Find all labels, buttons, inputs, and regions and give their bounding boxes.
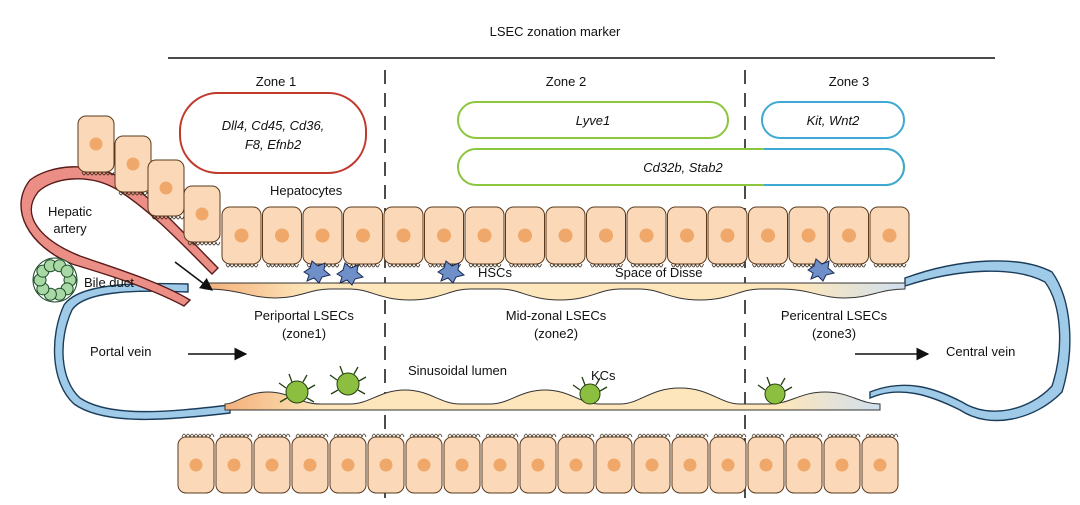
hepatocyte-cell: [114, 135, 152, 196]
diagram-title: LSEC zonation marker: [490, 24, 621, 39]
midzonal-lsecs-label-1: Mid-zonal LSECs: [506, 308, 607, 323]
zone1-marker-text-2: F8, Efnb2: [245, 137, 302, 152]
flow-arrow-artery: [174, 261, 214, 291]
hepatocyte-cell: [253, 433, 291, 494]
hepatocyte-cell: [424, 206, 464, 268]
zone-2-label: Zone 2: [546, 74, 586, 89]
hsc-cell: [303, 260, 332, 284]
hsc-cell: [807, 258, 836, 282]
zone23-marker-box: Cd32b, Stab2: [457, 148, 905, 186]
hepatocyte-cell: [383, 206, 424, 268]
hepatocyte-cell: [464, 206, 505, 268]
hepatocyte-cell: [557, 433, 595, 494]
hepatocyte-cell: [215, 433, 253, 494]
hepatocyte-row-angled: [77, 115, 221, 246]
kupffer-cell: [329, 365, 367, 396]
zone3-marker-box: Kit, Wnt2: [761, 101, 905, 139]
hsc-cell: [437, 260, 466, 284]
zone-3-label: Zone 3: [829, 74, 869, 89]
hepatocyte-cell: [869, 206, 910, 268]
zone2-marker-box: Lyve1: [457, 101, 729, 139]
hepatocyte-cell: [147, 159, 185, 220]
portal-vein-label: Portal vein: [90, 344, 151, 359]
zone3-marker-text: Kit, Wnt2: [807, 113, 861, 128]
hepatocyte-cell: [861, 433, 899, 494]
hepatocyte-cell: [77, 115, 115, 176]
lsec-layer-top: [204, 282, 906, 301]
hepatocyte-cell: [367, 433, 405, 494]
sinusoidal-lumen-label: Sinusoidal lumen: [408, 363, 507, 378]
pericentral-lsecs-label-2: (zone3): [812, 326, 856, 341]
hepatocyte-cell: [709, 433, 747, 494]
hepatocyte-cell: [707, 206, 748, 268]
hepatic-artery-label-2: artery: [53, 221, 87, 236]
hepatocyte-cell: [329, 433, 367, 494]
hepatocyte-cell: [747, 433, 785, 494]
bile-duct-label: Bile duct: [84, 275, 134, 290]
hepatocyte-cell: [586, 206, 626, 268]
portal-vein-wall: [53, 282, 231, 421]
hepatocyte-cell: [595, 433, 633, 494]
central-vein-wall: [869, 260, 1071, 422]
hscs-label: HSCs: [478, 265, 512, 280]
hepatocytes-label: Hepatocytes: [270, 183, 343, 198]
hepatocyte-cell: [262, 206, 302, 268]
zone-1-label: Zone 1: [256, 74, 296, 89]
kupffer-cell: [757, 376, 793, 405]
central-vein-label: Central vein: [946, 344, 1015, 359]
hsc-cell: [336, 262, 365, 286]
midzonal-lsecs-label-2: (zone2): [534, 326, 578, 341]
hepatocyte-cell: [291, 433, 329, 494]
hepatocyte-cell: [221, 206, 262, 268]
hepatocyte-cell: [302, 206, 343, 268]
hepatocyte-row-top: [221, 206, 910, 268]
zone23-marker-text: Cd32b, Stab2: [643, 160, 723, 175]
periportal-lsecs-label-2: (zone1): [282, 326, 326, 341]
pericentral-lsecs-label-1: Pericentral LSECs: [781, 308, 888, 323]
hepatocyte-cell: [667, 206, 707, 268]
bile-duct-icon: [32, 257, 78, 303]
hepatocyte-cell: [671, 433, 709, 494]
hepatocyte-cell: [788, 206, 829, 268]
hepatocyte-cell: [823, 433, 861, 494]
zone1-marker-box: Dll4, Cd45, Cd36, F8, Efnb2: [179, 92, 367, 174]
hepatocyte-cell: [785, 433, 823, 494]
zone2-marker-text: Lyve1: [576, 113, 610, 128]
zone1-marker-text-1: Dll4, Cd45, Cd36,: [222, 118, 325, 133]
hepatocyte-cell: [748, 206, 788, 268]
hepatocyte-cell: [519, 433, 557, 494]
hepatocyte-cell: [183, 185, 221, 246]
hepatocyte-cell: [443, 433, 481, 494]
hepatic-artery-label-1: Hepatic: [48, 204, 93, 219]
hepatocyte-cell: [481, 433, 519, 494]
hepatocyte-cell: [177, 433, 215, 494]
hepatocyte-cell: [545, 206, 586, 268]
kcs-label: KCs: [591, 368, 616, 383]
space-of-disse-label: Space of Disse: [615, 265, 702, 280]
hepatocyte-cell: [633, 433, 671, 494]
kupffer-cell: [278, 373, 316, 404]
hepatocyte-row-bottom: [177, 433, 899, 494]
periportal-lsecs-label-1: Periportal LSECs: [254, 308, 354, 323]
hepatocyte-cell: [829, 206, 869, 268]
hepatocyte-cell: [405, 433, 443, 494]
hepatocyte-cell: [343, 206, 383, 268]
lsec-layer-bottom: [224, 387, 881, 411]
hepatocyte-cell: [626, 206, 667, 268]
hepatocyte-cell: [505, 206, 545, 268]
kupffer-cell: [572, 376, 608, 405]
